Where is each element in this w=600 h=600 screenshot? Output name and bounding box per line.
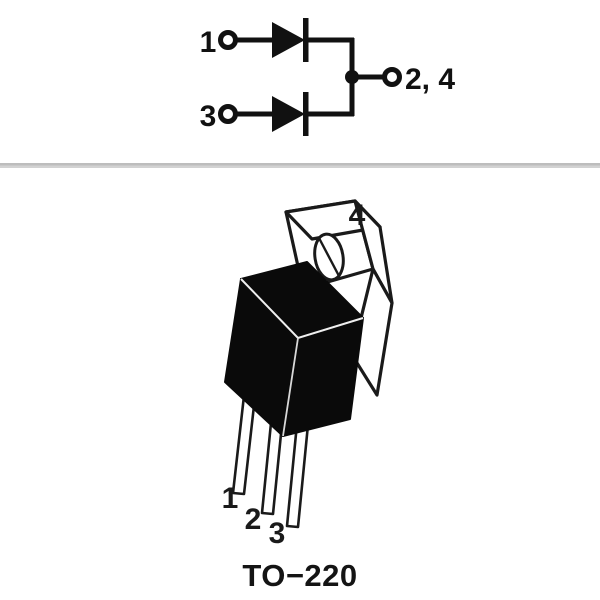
junction-dot [345, 70, 359, 84]
diode-bottom-triangle [272, 96, 305, 132]
body-edge-highlight-vertical [282, 337, 299, 437]
package-body [224, 261, 364, 437]
to-220-package-drawing: 4 1 2 3 TO−220 [222, 199, 394, 593]
terminal-1-node-circle [218, 30, 238, 50]
package-tab-label-4: 4 [349, 199, 366, 232]
package-lead-label-2: 2 [245, 503, 262, 536]
diode-bottom-cathode-bar [303, 92, 309, 136]
section-divider [0, 163, 600, 168]
package-lead-label-3: 3 [269, 517, 286, 550]
divider-line-top [0, 163, 600, 166]
divider-line-bottom [0, 165, 600, 168]
package-lead-label-1: 1 [222, 482, 239, 515]
diode-top-triangle [272, 22, 305, 58]
schematic-label-1: 1 [200, 26, 217, 59]
schematic-label-2-4: 2, 4 [405, 63, 455, 96]
schematic-group: 1 3 2, 4 [200, 18, 455, 136]
package-caption: TO−220 [242, 558, 357, 593]
diode-top-cathode-bar [303, 18, 309, 62]
terminal-3-node-circle [218, 104, 238, 124]
schematic-label-3: 3 [200, 100, 217, 133]
terminal-2-4-node-circle [382, 67, 402, 87]
mounting-hole-inner-edge [317, 237, 341, 277]
